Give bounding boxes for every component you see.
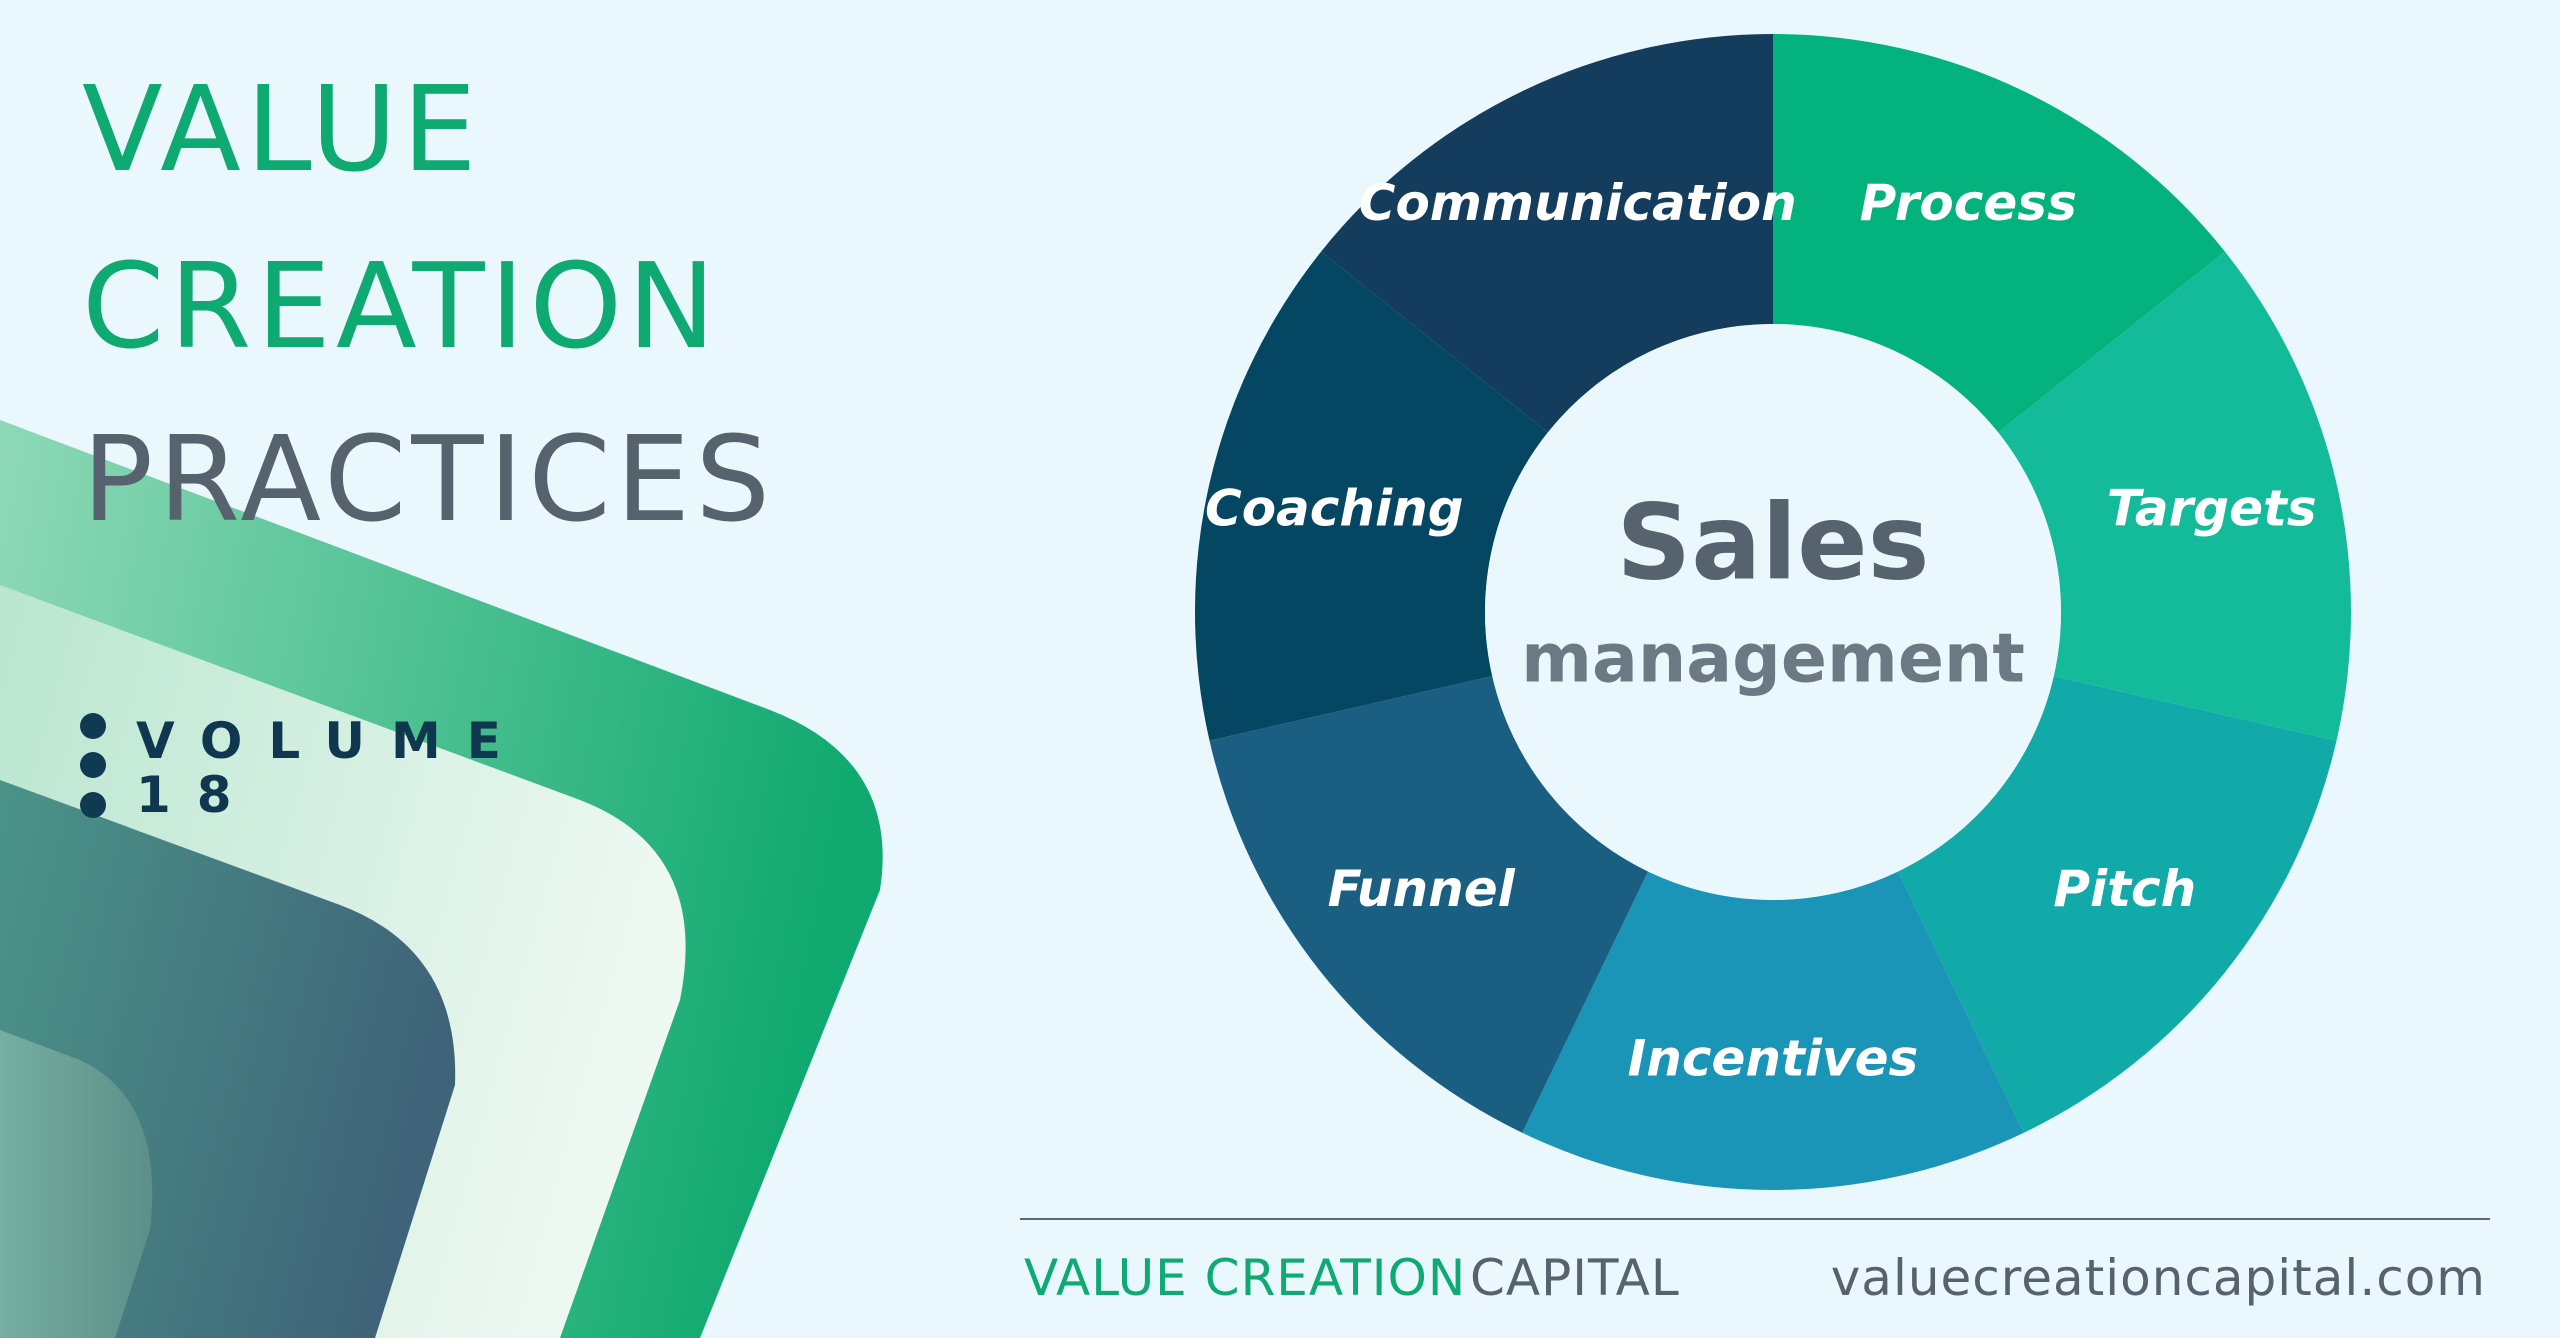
sales-management-wheel xyxy=(1195,34,2351,1190)
wheel-label-incentives: Incentives xyxy=(1628,1030,1919,1088)
wheel-segment-funnel xyxy=(1209,676,1649,1133)
center-subtitle: management xyxy=(1521,620,2025,699)
brand-name-primary: VALUE CREATION xyxy=(1024,1249,1467,1307)
center-title: Sales xyxy=(1616,481,1929,603)
wheel-segment-communication xyxy=(1321,34,1773,433)
wheel-segment-targets xyxy=(1998,251,2351,741)
wheel-label-funnel: Funnel xyxy=(1328,860,1516,918)
volume-label: VOLUME xyxy=(136,712,527,770)
wheel-center-circle xyxy=(1485,324,2061,900)
wheel-label-coaching: Coaching xyxy=(1205,479,1464,537)
wheel-label-process: Process xyxy=(1860,174,2077,232)
wheel-segment-incentives xyxy=(1522,871,2024,1190)
wheel-segment-process xyxy=(1773,34,2225,433)
volume-dot xyxy=(80,792,106,818)
website-link[interactable]: valuecreationcapital.com xyxy=(1830,1249,2486,1307)
volume-dot xyxy=(80,752,106,778)
title-line-creation: CREATION xyxy=(82,237,721,375)
title-line-practices: PRACTICES xyxy=(82,410,776,548)
wheel-label-targets: Targets xyxy=(2107,479,2317,537)
volume-number: 18 xyxy=(136,766,258,824)
wheel-segment-coaching xyxy=(1195,251,1548,741)
wheel-segment-pitch xyxy=(1897,676,2337,1133)
shape-band-inner xyxy=(0,1030,153,1338)
volume-dot xyxy=(80,713,106,739)
title-line-value: VALUE xyxy=(82,60,482,198)
brand-name-secondary: CAPITAL xyxy=(1470,1249,1680,1307)
footer-divider xyxy=(1020,1218,2490,1220)
wheel-label-pitch: Pitch xyxy=(2053,860,2196,918)
wheel-label-communication: Communication xyxy=(1359,174,1797,232)
decorative-shapes xyxy=(0,420,883,1338)
